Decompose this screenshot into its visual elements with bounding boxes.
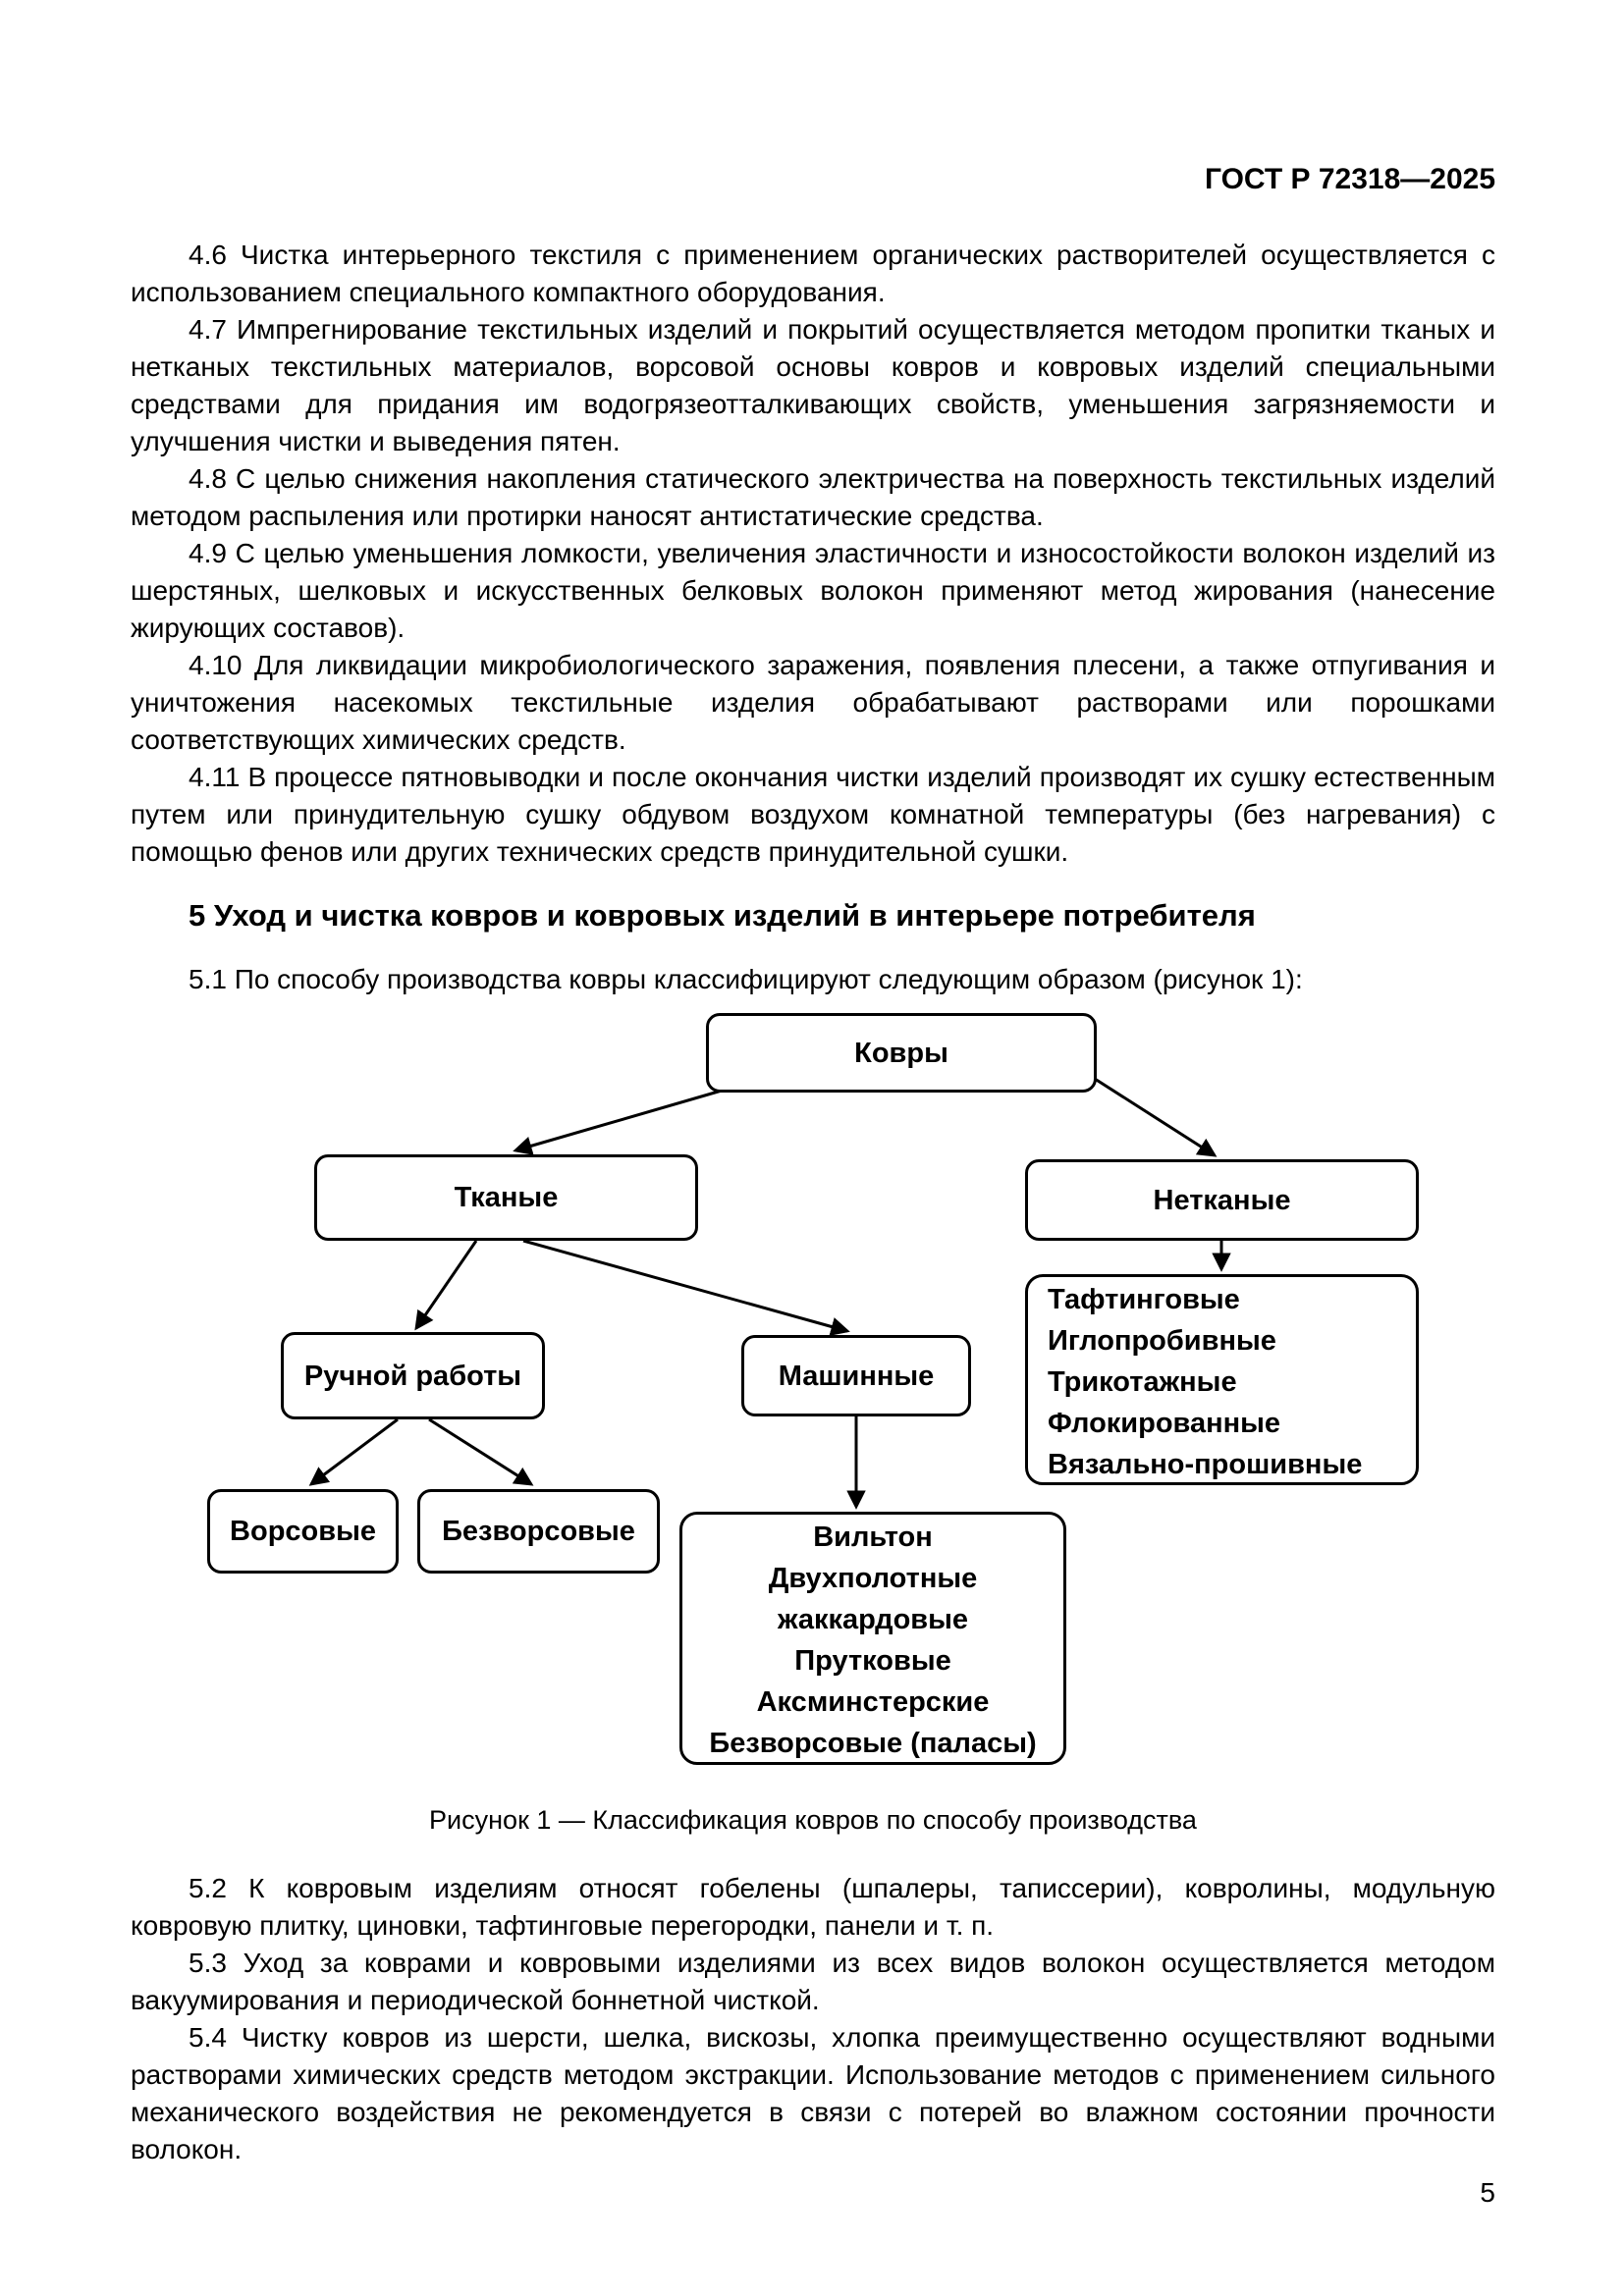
- figure-1-diagram: Ковры Тканые Нетканые Тафтинговые Иглопр…: [131, 1002, 1495, 1778]
- paragraph-5-2: 5.2 К ковровым изделиям относят гобелены…: [131, 1873, 1495, 1941]
- figure-1-caption: Рисунок 1 — Классификация ковров по спос…: [429, 1805, 1197, 1835]
- edge-kovry-netkanye: [1094, 1077, 1218, 1157]
- paragraph-4-7: 4.7 Импрегнирование текстильных изделий …: [131, 314, 1495, 456]
- paragraph-5-3: 5.3 Уход за коврами и ковровыми изделиям…: [131, 1948, 1495, 2015]
- paragraph-4-10: 4.10 Для ликвидации микробиологического …: [131, 650, 1495, 755]
- edge-tkanye-ruchnoy: [414, 1240, 478, 1331]
- page-number: 5: [1480, 2177, 1495, 2208]
- edge-ruchnoy-vorsovye: [308, 1417, 399, 1486]
- diagram-node-netkanye: Нетканые: [1025, 1159, 1419, 1241]
- paragraph-5-1: 5.1 По способу производства ковры класси…: [189, 964, 1303, 994]
- paragraph-4-9: 4.9 С целью уменьшения ломкости, увеличе…: [131, 538, 1495, 643]
- diagram-arrows: [308, 1077, 1231, 1510]
- diagram-node-mashinnye-types: Вильтон Двухполотные жаккардовые Прутков…: [679, 1512, 1066, 1765]
- edge-tkanye-mashinnye: [522, 1239, 850, 1336]
- paragraph-4-6: 4.6 Чистка интерьерного текстиля с приме…: [131, 240, 1495, 307]
- paragraph-5-4: 5.4 Чистку ковров из шерсти, шелка, виск…: [131, 2022, 1495, 2164]
- diagram-node-tkanye: Тканые: [314, 1154, 698, 1241]
- running-header: ГОСТ Р 72318—2025: [1204, 163, 1495, 195]
- diagram-node-netkanye-types: Тафтинговые Иглопробивные Трикотажные Фл…: [1025, 1274, 1419, 1485]
- section-5-heading: 5 Уход и чистка ковров и ковровых издели…: [189, 898, 1256, 933]
- diagram-node-bezvorsovye: Безворсовые: [417, 1489, 660, 1574]
- paragraph-4-8: 4.8 С целью снижения накопления статичес…: [131, 463, 1495, 531]
- edge-ruchnoy-bezvorsovye: [428, 1417, 534, 1486]
- diagram-node-kovry: Ковры: [706, 1013, 1097, 1093]
- diagram-node-mashinnye: Машинные: [741, 1335, 971, 1416]
- edge-kovry-tkanye: [513, 1089, 723, 1155]
- paragraph-4-11: 4.11 В процессе пятновыводки и после око…: [131, 762, 1495, 867]
- diagram-node-ruchnoy-raboty: Ручной работы: [281, 1332, 545, 1419]
- diagram-node-vorsovye: Ворсовые: [207, 1489, 399, 1574]
